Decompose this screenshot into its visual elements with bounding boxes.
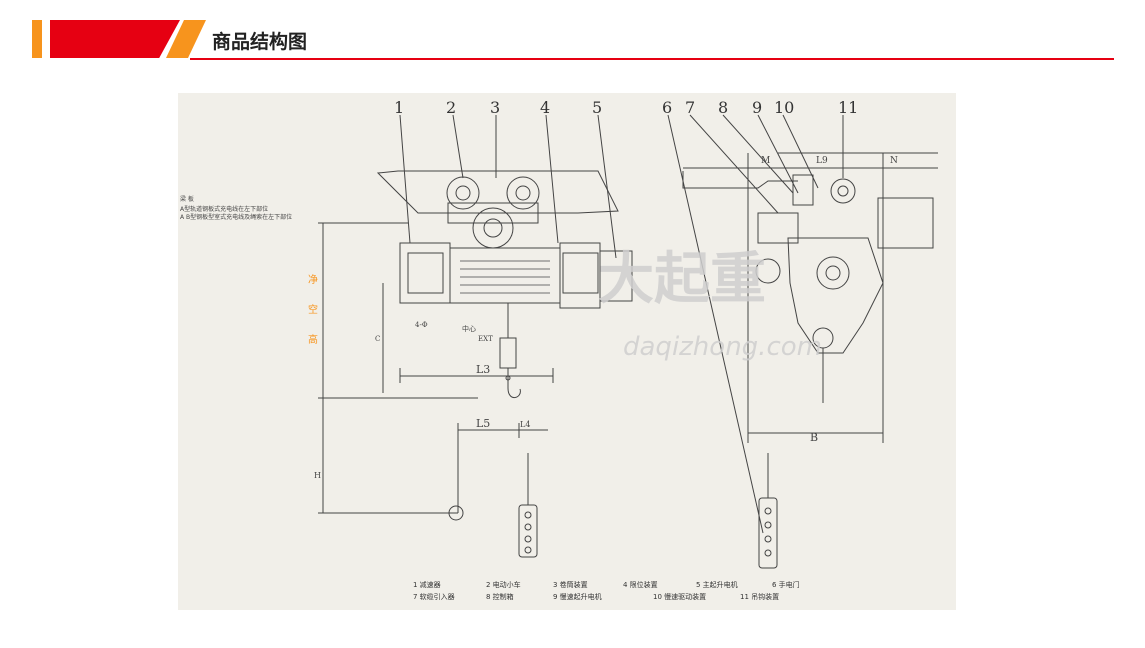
beam-note-b: A B型钢板型室式充电线及绳索在左下部位 xyxy=(180,213,292,221)
legend-item-3: 3 卷筒装置 xyxy=(553,580,588,589)
beam-label: 梁 板 xyxy=(180,195,194,203)
legend-item-9: 9 慢速起升电机 xyxy=(553,592,602,601)
part-number-1: 1 xyxy=(394,98,404,117)
header-red-band xyxy=(50,20,180,58)
legend-item-2: 2 电动小车 xyxy=(486,580,521,589)
part-number-8: 8 xyxy=(718,98,728,117)
legend-item-1: 1 减速器 xyxy=(413,580,441,589)
page-header: 商品结构图 xyxy=(0,0,1145,70)
legend-item-5: 5 主起升电机 xyxy=(696,580,738,589)
legend-item-11: 11 吊钩装置 xyxy=(740,592,779,601)
dim-center: 中心 xyxy=(462,324,476,333)
part-number-10: 10 xyxy=(774,98,794,117)
part-number-9: 9 xyxy=(752,98,762,117)
legend-item-10: 10 慢速驱动装置 xyxy=(653,592,706,601)
watermark-cn: 大起重 xyxy=(598,247,766,312)
part-number-6: 6 xyxy=(662,98,672,117)
part-number-5: 5 xyxy=(592,98,602,117)
clearance-char-3: 高 xyxy=(308,333,318,346)
dim-l4: L4 xyxy=(520,420,530,429)
dim-l3: L3 xyxy=(476,363,490,376)
dim-b: B xyxy=(810,431,818,444)
dim-c: C xyxy=(375,335,380,343)
part-number-3: 3 xyxy=(490,98,500,117)
dim-h: H xyxy=(314,471,321,480)
header-accent-bar xyxy=(32,20,42,58)
watermark-url: daqizhong.com xyxy=(623,332,822,362)
hoist-schematic: 1 2 3 4 5 6 7 8 9 10 11 梁 板 A型轨道钢板式充电线在左… xyxy=(180,98,938,601)
part-number-11: 11 xyxy=(838,98,858,117)
product-structure-drawing: 1 2 3 4 5 6 7 8 9 10 11 梁 板 A型轨道钢板式充电线在左… xyxy=(178,93,956,610)
part-number-7: 7 xyxy=(685,98,695,117)
legend-item-6: 6 手电门 xyxy=(772,580,800,589)
dim-m: M xyxy=(761,156,770,166)
header-divider xyxy=(190,58,1114,60)
legend-item-4: 4 限位装置 xyxy=(623,580,658,589)
part-number-4: 4 xyxy=(540,98,550,117)
legend-item-8: 8 控制箱 xyxy=(486,592,514,601)
page-title: 商品结构图 xyxy=(212,31,308,53)
dim-l9: L9 xyxy=(816,156,828,166)
dim-l5: L5 xyxy=(476,417,490,430)
dim-ext: EXT xyxy=(478,335,493,343)
legend-item-7: 7 软缆引入器 xyxy=(413,592,455,601)
clearance-char-1: 净 xyxy=(308,273,318,286)
beam-note-a: A型轨道钢板式充电线在左下部位 xyxy=(180,205,268,213)
dim-bolt: 4-Φ xyxy=(415,321,428,329)
dim-n: N xyxy=(890,156,898,166)
clearance-char-2: 空 xyxy=(308,303,318,316)
part-number-2: 2 xyxy=(446,98,456,117)
